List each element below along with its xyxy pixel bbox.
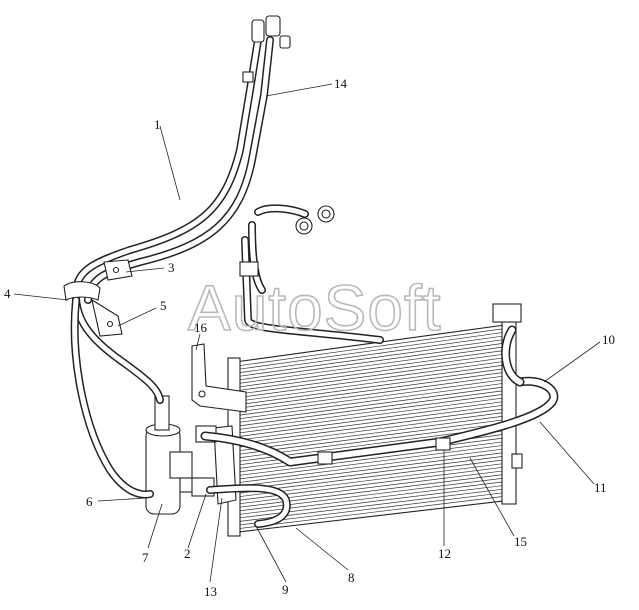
fin-line — [239, 423, 505, 458]
fin-line — [239, 375, 505, 412]
fin-line — [239, 408, 505, 444]
fin-line — [239, 496, 505, 529]
fin-line — [239, 444, 505, 480]
fin-line — [239, 404, 505, 441]
bracket-16 — [191, 343, 247, 413]
callout-14: 14 — [334, 76, 348, 91]
fin-line — [239, 335, 505, 373]
callout-16: 16 — [194, 320, 208, 335]
fin-line — [239, 379, 505, 416]
clamps — [63, 259, 523, 469]
fin-line — [239, 342, 505, 381]
fin-line — [239, 346, 505, 384]
fin-line — [239, 390, 505, 427]
top-fittings — [239, 15, 335, 277]
fin-line — [239, 393, 505, 430]
fin-line — [239, 361, 505, 398]
callout-1: 1 — [154, 117, 161, 132]
fin-line — [239, 419, 505, 455]
fin-line — [239, 382, 505, 420]
fin-line — [239, 350, 505, 388]
callout-11: 11 — [594, 480, 607, 495]
fin-line — [239, 397, 505, 434]
callout-6: 6 — [86, 494, 93, 509]
fin-line — [239, 357, 505, 395]
watermark-text: AutoSoft — [188, 272, 442, 344]
callout-15: 15 — [514, 534, 527, 549]
fin-line — [239, 372, 505, 409]
pipes — [70, 36, 559, 528]
bracket-2 — [213, 425, 237, 505]
fin-line — [239, 368, 505, 405]
fin-line — [239, 459, 505, 494]
fin-line — [239, 448, 505, 483]
callout-5: 5 — [160, 298, 167, 313]
fin-line — [239, 463, 505, 497]
fin-line — [239, 412, 505, 448]
top-fitting — [492, 303, 522, 323]
callout-10: 10 — [602, 332, 615, 347]
fin-line — [239, 441, 505, 476]
fin-line — [239, 331, 505, 370]
callout-7: 7 — [142, 550, 149, 565]
callout-8: 8 — [348, 570, 355, 585]
callout-3: 3 — [168, 260, 175, 275]
callout-labels: 1 2 3 4 5 6 7 8 9 10 11 12 13 14 15 16 — [4, 76, 615, 599]
fin-line — [239, 386, 505, 423]
callout-12: 12 — [438, 546, 451, 561]
fin-line — [239, 328, 505, 366]
fin-line — [239, 452, 505, 487]
callout-9: 9 — [282, 582, 289, 597]
fin-line — [239, 364, 505, 402]
callout-2: 2 — [184, 546, 191, 561]
callout-4: 4 — [4, 286, 11, 301]
callout-13: 13 — [204, 584, 217, 599]
leader-lines — [13, 83, 601, 583]
fin-line — [239, 415, 505, 451]
fin-line — [239, 353, 505, 391]
fin-line — [239, 455, 505, 490]
fin-line — [239, 401, 505, 437]
fin-line — [239, 339, 505, 377]
